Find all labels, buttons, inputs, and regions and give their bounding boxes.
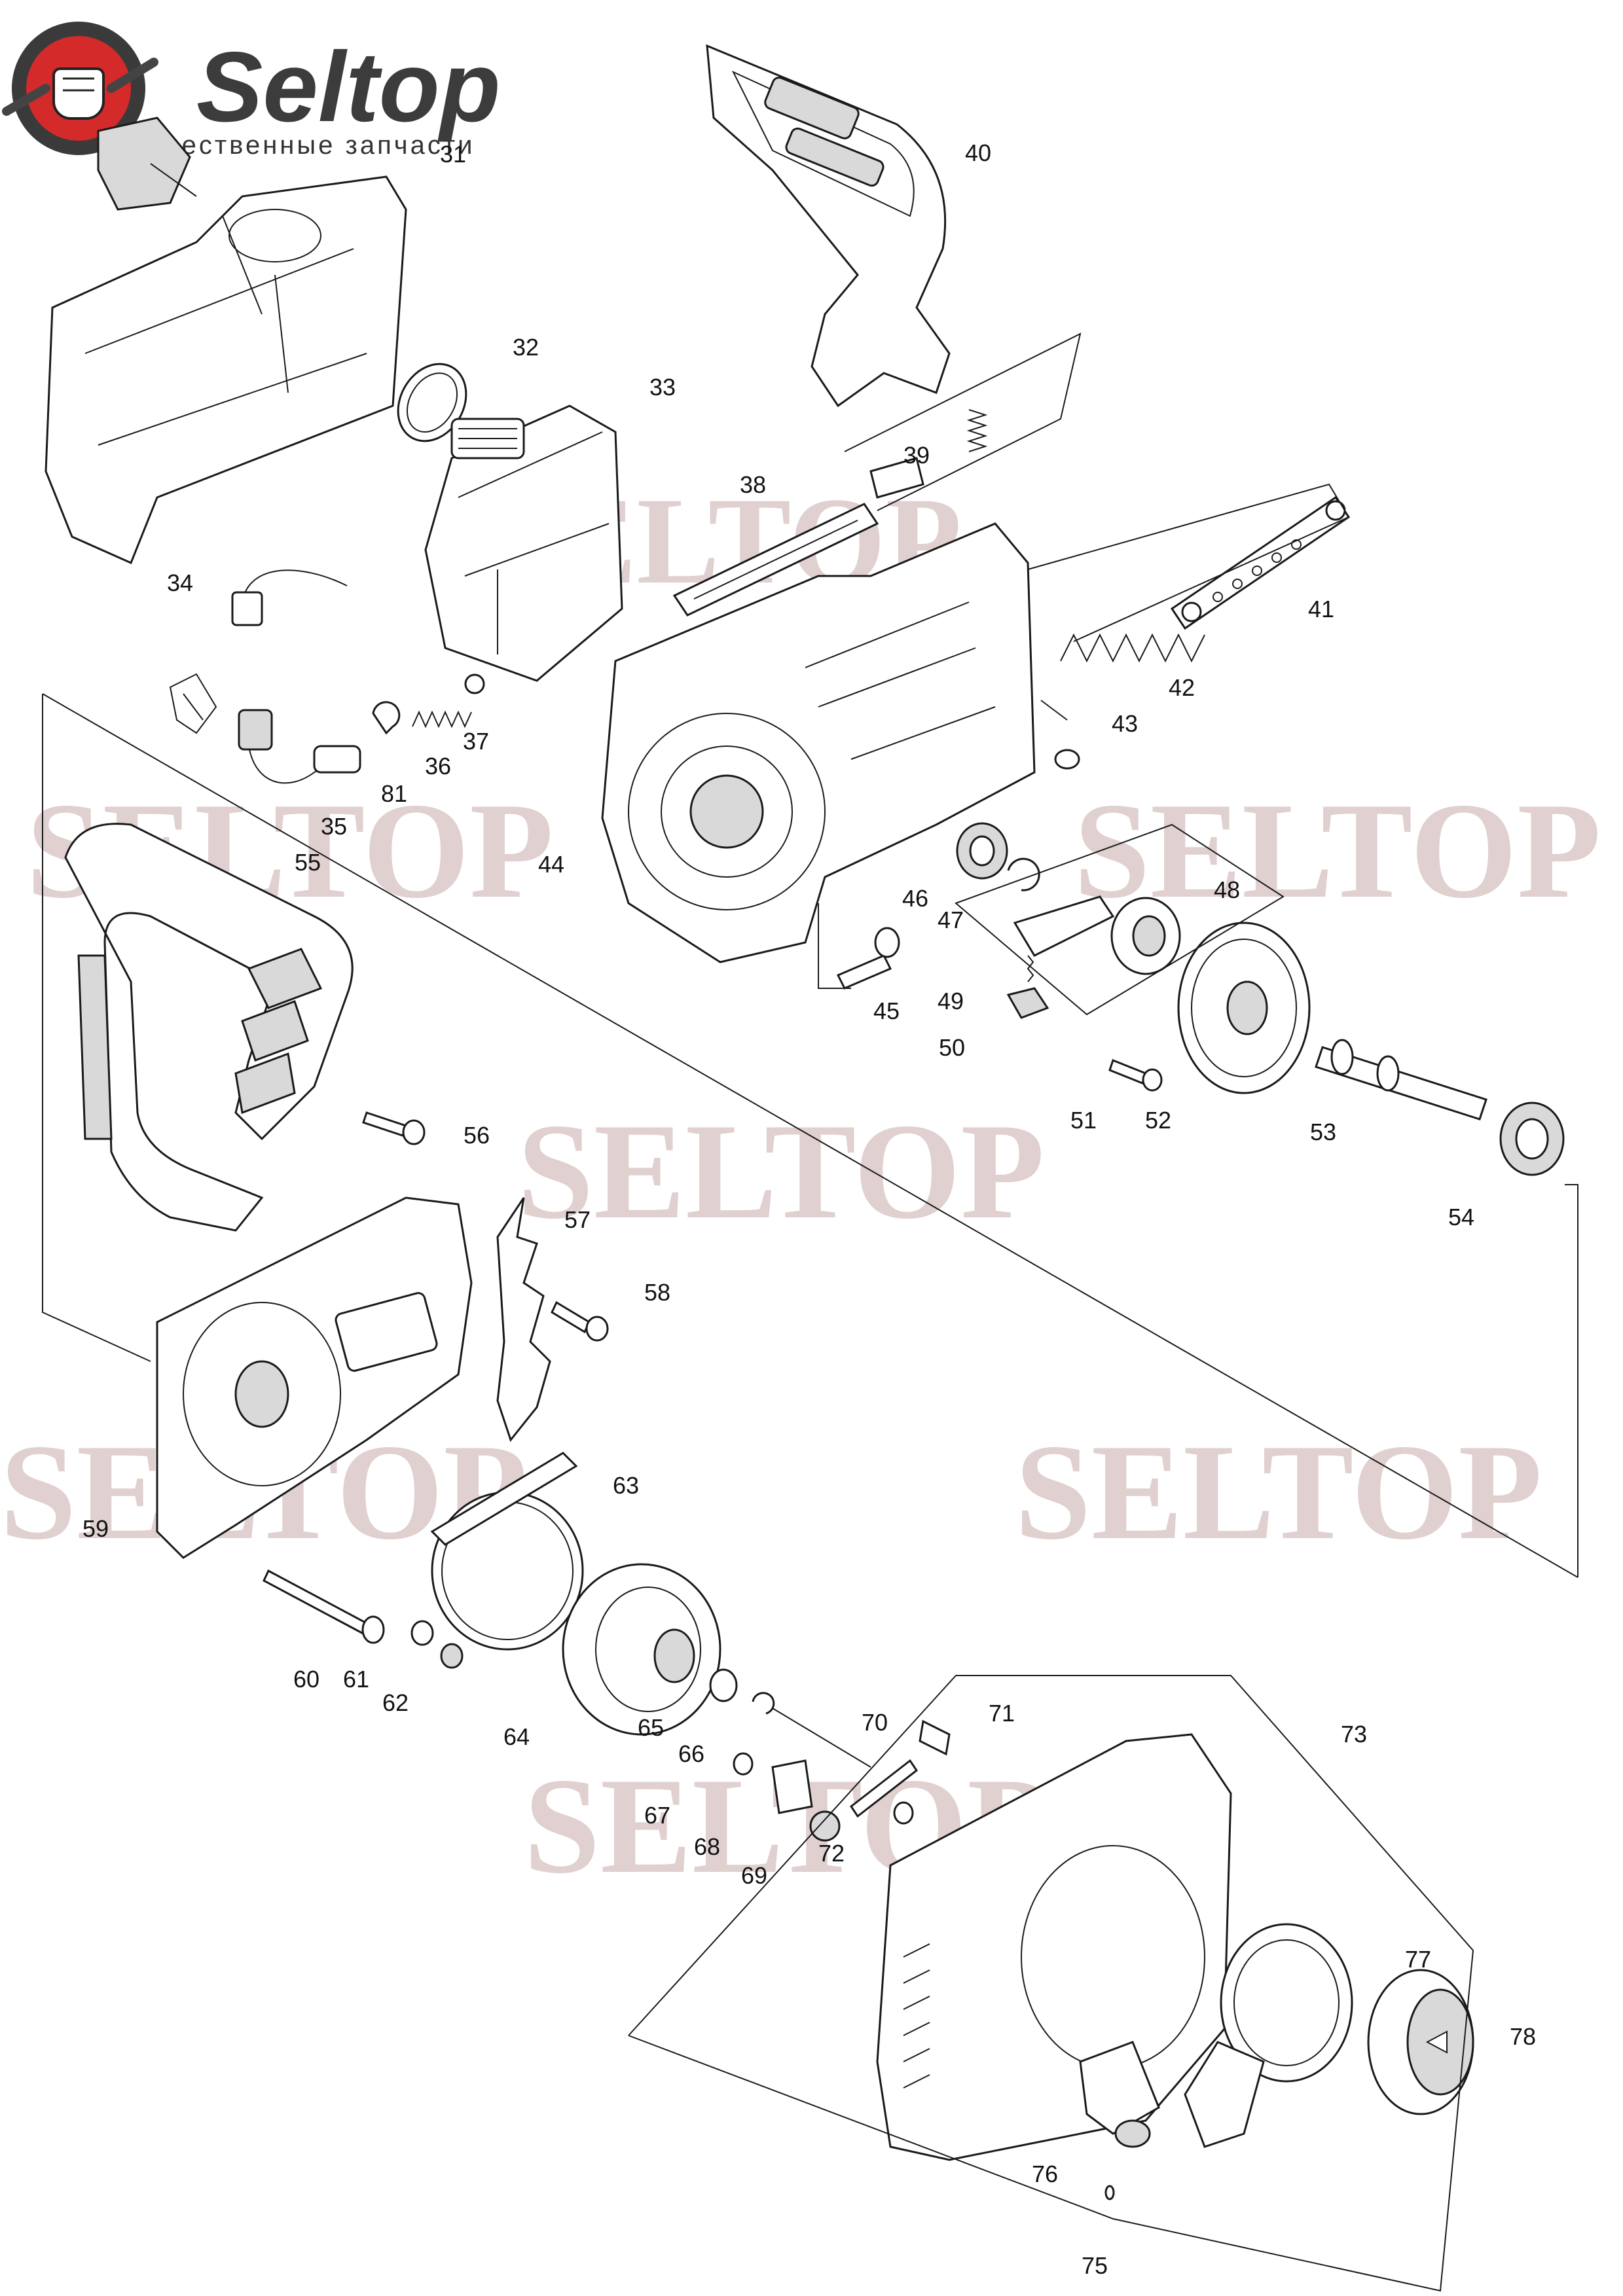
part-50-block: [1006, 987, 1049, 1019]
part-38-plate: [672, 503, 879, 617]
part-34-35-wiring: [169, 569, 361, 784]
part-49-tensioner: [1013, 895, 1115, 982]
part-53-shaft: [1315, 1039, 1487, 1121]
label-33: 33: [649, 374, 676, 401]
label-51: 51: [1070, 1107, 1097, 1134]
part-57-bumper-spike: [496, 1197, 551, 1443]
label-66: 66: [678, 1740, 704, 1767]
label-76: 76: [1032, 2161, 1058, 2187]
part-39-spring: [869, 409, 988, 499]
fist-with-wrench-gear-icon: [2, 22, 158, 155]
brand-tagline: качественные запчасти: [134, 131, 475, 160]
part-76-knob: [1079, 2041, 1160, 2148]
label-62: 62: [382, 1689, 409, 1716]
part-drawings: [45, 44, 1565, 2200]
label-50: 50: [939, 1034, 965, 1061]
label-52: 52: [1145, 1107, 1171, 1134]
label-37: 37: [463, 728, 489, 755]
part-63-brake-band: [430, 1452, 584, 1651]
label-41: 41: [1308, 596, 1334, 622]
part-54-bearing: [1499, 1102, 1565, 1176]
part-73-sprocket-cover: [876, 1733, 1232, 2161]
part-47-retaining-ring: [1007, 857, 1040, 891]
label-69: 69: [741, 1862, 767, 1889]
part-41-link-arm: [1170, 495, 1351, 630]
label-48: 48: [1214, 876, 1240, 903]
brand-name: Seltop: [196, 31, 500, 143]
label-45: 45: [873, 997, 900, 1024]
label-40: 40: [965, 139, 991, 166]
label-56: 56: [464, 1122, 490, 1149]
label-59: 59: [82, 1515, 109, 1542]
part-36-37-81-spring-seal-clip: [372, 673, 485, 735]
label-78: 78: [1510, 2023, 1536, 2050]
label-64: 64: [503, 1723, 530, 1750]
part-58-screw: [551, 1300, 609, 1342]
part-64-clutch-drum: [562, 1563, 721, 1736]
part-65-washer: [709, 1668, 738, 1702]
label-70: 70: [862, 1709, 888, 1736]
label-36: 36: [425, 753, 451, 780]
part-42-coil-spring: [1060, 633, 1205, 663]
part-77-adjuster-wheel: [1184, 1923, 1353, 2148]
part-66-e-clip: [752, 1692, 775, 1715]
label-42: 42: [1169, 674, 1195, 701]
part-48-bushing: [1110, 897, 1181, 975]
part-56-screw: [362, 1111, 426, 1145]
label-44: 44: [538, 851, 564, 878]
part-labels: 31 32 33 34 35 36 37 38 39 40 41 42 43 4…: [82, 139, 1536, 2279]
brand-logo: Seltop качественные запчасти: [2, 22, 500, 160]
label-53: 53: [1310, 1119, 1336, 1145]
label-54: 54: [1448, 1204, 1474, 1230]
part-33-oil-tank: [424, 404, 623, 682]
label-71: 71: [989, 1700, 1015, 1727]
label-43: 43: [1112, 710, 1138, 737]
label-47: 47: [938, 906, 964, 933]
part-61-washer: [410, 1620, 434, 1646]
label-32: 32: [513, 334, 539, 361]
label-39: 39: [903, 442, 930, 469]
part-52-pulley: [1177, 922, 1311, 1094]
label-31: 31: [440, 141, 466, 168]
part-75-pin: [1104, 2185, 1115, 2200]
part-31-rear-housing: [45, 117, 407, 565]
label-75: 75: [1082, 2252, 1108, 2279]
part-46-bearing: [956, 822, 1008, 880]
label-58: 58: [644, 1279, 670, 1306]
label-68: 68: [694, 1833, 720, 1860]
label-38: 38: [740, 471, 766, 498]
watermark-4: SELTOP: [517, 1096, 1045, 1247]
part-62-screw: [440, 1643, 464, 1669]
label-46: 46: [902, 885, 928, 912]
part-55-front-handle: [64, 823, 354, 1232]
part-67-72-small-parts: [733, 1719, 951, 1842]
label-49: 49: [938, 988, 964, 1014]
label-55: 55: [295, 849, 321, 876]
leader-lines: [42, 332, 1578, 2292]
label-65: 65: [638, 1714, 664, 1741]
watermark-6: SELTOP: [1015, 1416, 1542, 1568]
part-43-small-ring: [1054, 749, 1080, 770]
part-45-screw: [836, 927, 900, 990]
part-40-hand-guard: [706, 44, 951, 408]
label-34: 34: [167, 569, 193, 596]
label-72: 72: [818, 1840, 845, 1867]
label-60: 60: [293, 1666, 319, 1693]
label-77: 77: [1405, 1946, 1431, 1973]
label-67: 67: [644, 1802, 670, 1829]
label-35: 35: [321, 813, 347, 840]
part-78-cover-knob: [1367, 1969, 1474, 2115]
part-60-bolt: [263, 1569, 385, 1644]
label-57: 57: [564, 1206, 591, 1233]
label-61: 61: [343, 1666, 369, 1693]
part-51-screw: [1108, 1059, 1163, 1092]
label-81: 81: [381, 780, 407, 807]
label-73: 73: [1341, 1721, 1367, 1748]
part-59-side-plate: [156, 1196, 473, 1559]
part-44-main-housing: [601, 522, 1036, 963]
label-63: 63: [613, 1472, 639, 1499]
